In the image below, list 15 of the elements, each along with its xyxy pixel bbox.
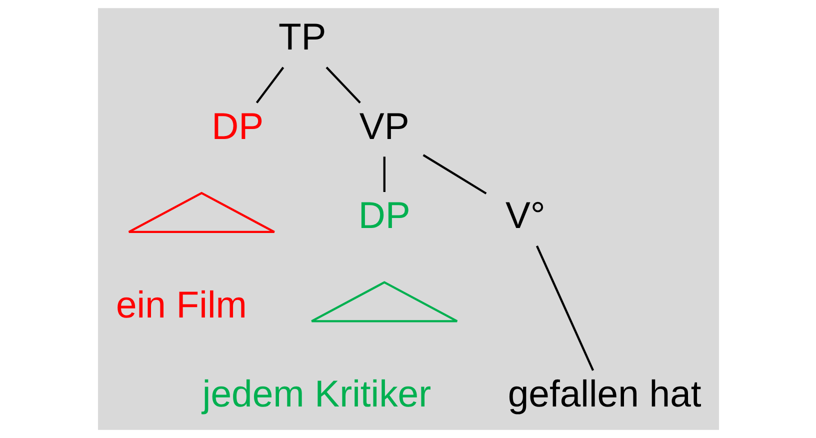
connector bbox=[535, 246, 594, 371]
node-text: ein Film bbox=[115, 283, 246, 326]
node-text: DP bbox=[358, 194, 410, 236]
node-text: gefallen hat bbox=[507, 372, 701, 415]
node-text: jedem Kritiker bbox=[202, 372, 431, 415]
node-text: TP bbox=[278, 16, 326, 58]
connector bbox=[382, 156, 385, 192]
connector bbox=[422, 154, 486, 194]
connector bbox=[255, 66, 284, 104]
node-triangle bbox=[310, 281, 458, 322]
connector bbox=[325, 66, 360, 104]
node-text: VP bbox=[358, 104, 409, 147]
node-text: V° bbox=[504, 194, 545, 236]
node-triangle bbox=[127, 192, 275, 234]
node-text: DP bbox=[211, 104, 264, 147]
